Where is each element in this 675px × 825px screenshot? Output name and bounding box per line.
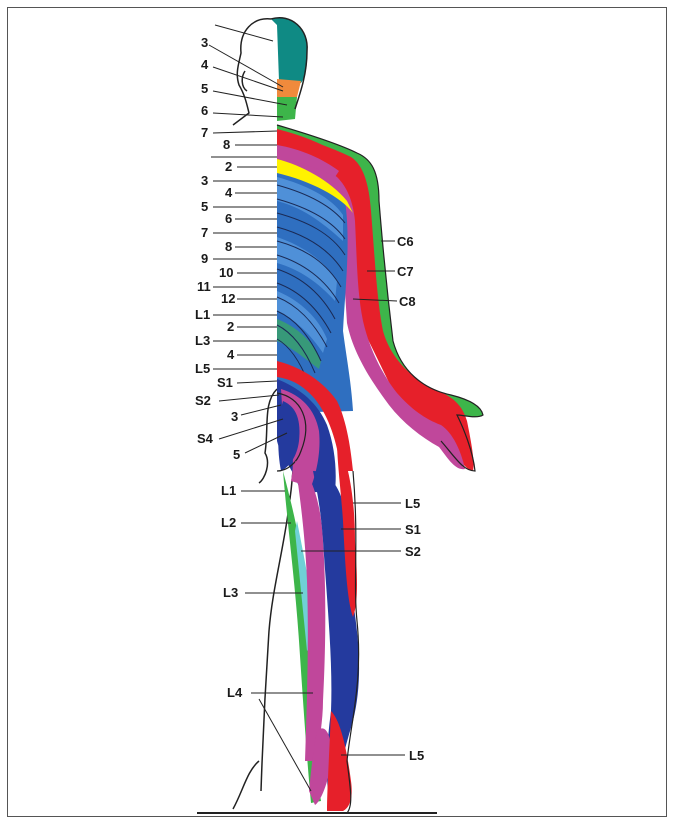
label-s-1: S1	[217, 375, 233, 390]
label-t-7: 7	[201, 225, 208, 240]
label-head-5: 5	[201, 81, 208, 96]
label-leg-l1: L1	[221, 483, 236, 498]
label-head-4: 4	[201, 57, 209, 72]
label-head-6: 6	[201, 103, 208, 118]
label-leg-l5: L5	[405, 496, 420, 511]
label-t-8: 8	[223, 137, 230, 152]
label-s-3: 3	[231, 409, 238, 424]
label-t-6: 6	[225, 211, 232, 226]
label-t-8b: 8	[225, 239, 232, 254]
label-foot-l5: L5	[409, 748, 424, 763]
label-leg-s1: S1	[405, 522, 421, 537]
label-l-1: L1	[195, 307, 210, 322]
head-teal-region	[271, 18, 307, 83]
label-t-12: 12	[221, 291, 235, 306]
label-arm-c8: C8	[399, 294, 416, 309]
label-t-10: 10	[219, 265, 233, 280]
label-head-7: 7	[201, 125, 208, 140]
head-orange-region	[277, 79, 301, 99]
label-s-5: 5	[233, 447, 240, 462]
label-t-5: 5	[201, 199, 208, 214]
label-l-2: 2	[227, 319, 234, 334]
label-leg-l2: L2	[221, 515, 236, 530]
label-arm-c7: C7	[397, 264, 414, 279]
label-s-4: S4	[197, 431, 214, 446]
label-t-3: 3	[201, 173, 208, 188]
label-head-3: 3	[201, 35, 208, 50]
figure-frame: 3 4 5 6 7 8 2 3 4 5 6 7 8 9 10 11 12 L1 …	[7, 7, 667, 817]
label-l-5: L5	[195, 361, 210, 376]
label-t-4: 4	[225, 185, 233, 200]
label-t-11: 11	[197, 279, 211, 294]
label-leg-s2: S2	[405, 544, 421, 559]
neck-green-region	[277, 97, 297, 121]
label-l-4: 4	[227, 347, 235, 362]
label-leg-l4: L4	[227, 685, 243, 700]
label-t-9: 9	[201, 251, 208, 266]
label-leg-l3: L3	[223, 585, 238, 600]
label-arm-c6: C6	[397, 234, 414, 249]
label-l-3: L3	[195, 333, 210, 348]
label-t-2: 2	[225, 159, 232, 174]
label-s-2: S2	[195, 393, 211, 408]
dermatome-figure: 3 4 5 6 7 8 2 3 4 5 6 7 8 9 10 11 12 L1 …	[8, 8, 668, 818]
